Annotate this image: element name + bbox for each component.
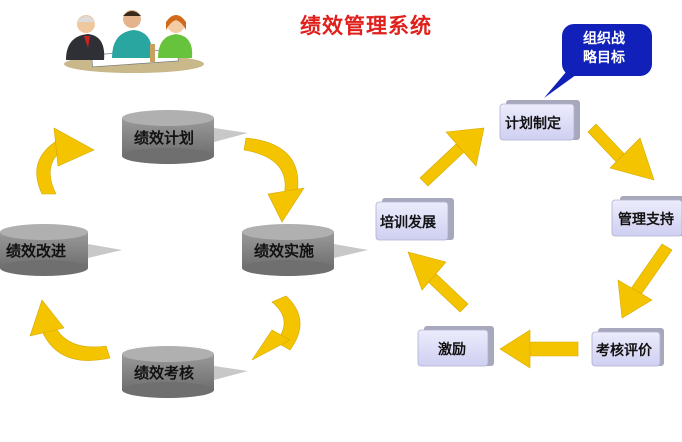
cycle-arrows [29,127,305,361]
box-training [375,198,454,241]
arrow-support-to-evaluation [617,243,673,319]
callout-line-2: 略目标 [583,50,625,66]
label-improve: 绩效改进 [6,242,67,260]
label-implement: 绩效实施 [254,242,315,260]
label-support: 管理支持 [618,212,674,228]
arrow-planning-to-support [587,123,655,181]
box-support [611,196,682,237]
callout-text: 组织战 略目标 [563,30,645,68]
meeting-illustration [64,10,204,73]
callout-line-1: 组织战 [583,31,625,47]
cylinder-plan [122,110,248,164]
cylinder-implement [242,224,368,276]
arrow-training-to-planning [419,127,485,187]
arrow-incentive-to-training [407,251,469,313]
box-planning [499,100,580,141]
label-plan: 绩效计划 [134,129,195,147]
label-evaluation: 考核评价 [596,343,652,359]
label-assess: 绩效考核 [134,364,195,382]
box-incentive [417,326,494,367]
cylinder-improve [0,224,122,276]
box-evaluation [591,328,664,367]
arrow-evaluation-to-incentive [499,329,579,369]
label-incentive: 激励 [438,342,466,358]
label-training: 培训发展 [380,215,436,231]
arrow-assess-to-improve [29,299,111,361]
arrow-improve-to-plan [36,127,95,195]
strategy-callout [544,24,652,98]
cylinder-assess [122,346,248,398]
label-planning: 计划制定 [505,116,561,132]
arrow-implement-to-assess [251,295,301,361]
system-arrows [407,123,673,369]
arrow-plan-to-implement [243,137,305,223]
page-title: 绩效管理系统 [300,13,432,38]
